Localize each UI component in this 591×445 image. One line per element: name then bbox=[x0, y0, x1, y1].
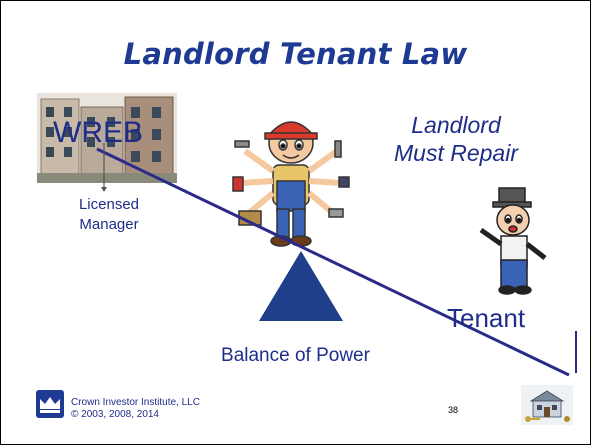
apartment-building-image bbox=[37, 93, 177, 183]
tenant-illustration bbox=[479, 187, 547, 295]
landlord-must-repair-text: Landlord Must Repair bbox=[371, 111, 541, 167]
footer-copyright: Crown Investor Institute, LLC © 2003, 20… bbox=[71, 397, 200, 421]
page-number: 38 bbox=[448, 405, 459, 415]
wreb-label: WREB bbox=[53, 116, 143, 149]
power-lever-line bbox=[96, 147, 570, 377]
licensed-line-2: Manager bbox=[79, 216, 139, 233]
house-keys-image bbox=[521, 385, 573, 425]
repair-line-2: Must Repair bbox=[394, 140, 518, 166]
footer-line-2: © 2003, 2008, 2014 bbox=[71, 409, 159, 420]
crown-logo-icon bbox=[36, 390, 64, 418]
manager-connector-arrow bbox=[101, 187, 107, 192]
handyman-illustration bbox=[232, 121, 350, 247]
licensed-manager-label: Licensed Manager bbox=[63, 195, 155, 235]
licensed-line-1: Licensed bbox=[78, 196, 140, 213]
balance-of-power-label: Balance of Power bbox=[221, 345, 370, 366]
footer-line-1: Crown Investor Institute, LLC bbox=[71, 397, 200, 408]
repair-line-1: Landlord bbox=[411, 112, 501, 138]
fulcrum-triangle bbox=[259, 251, 343, 321]
tenant-label: Tenant bbox=[447, 303, 526, 333]
slide-title: Landlord Tenant Law bbox=[123, 37, 468, 71]
